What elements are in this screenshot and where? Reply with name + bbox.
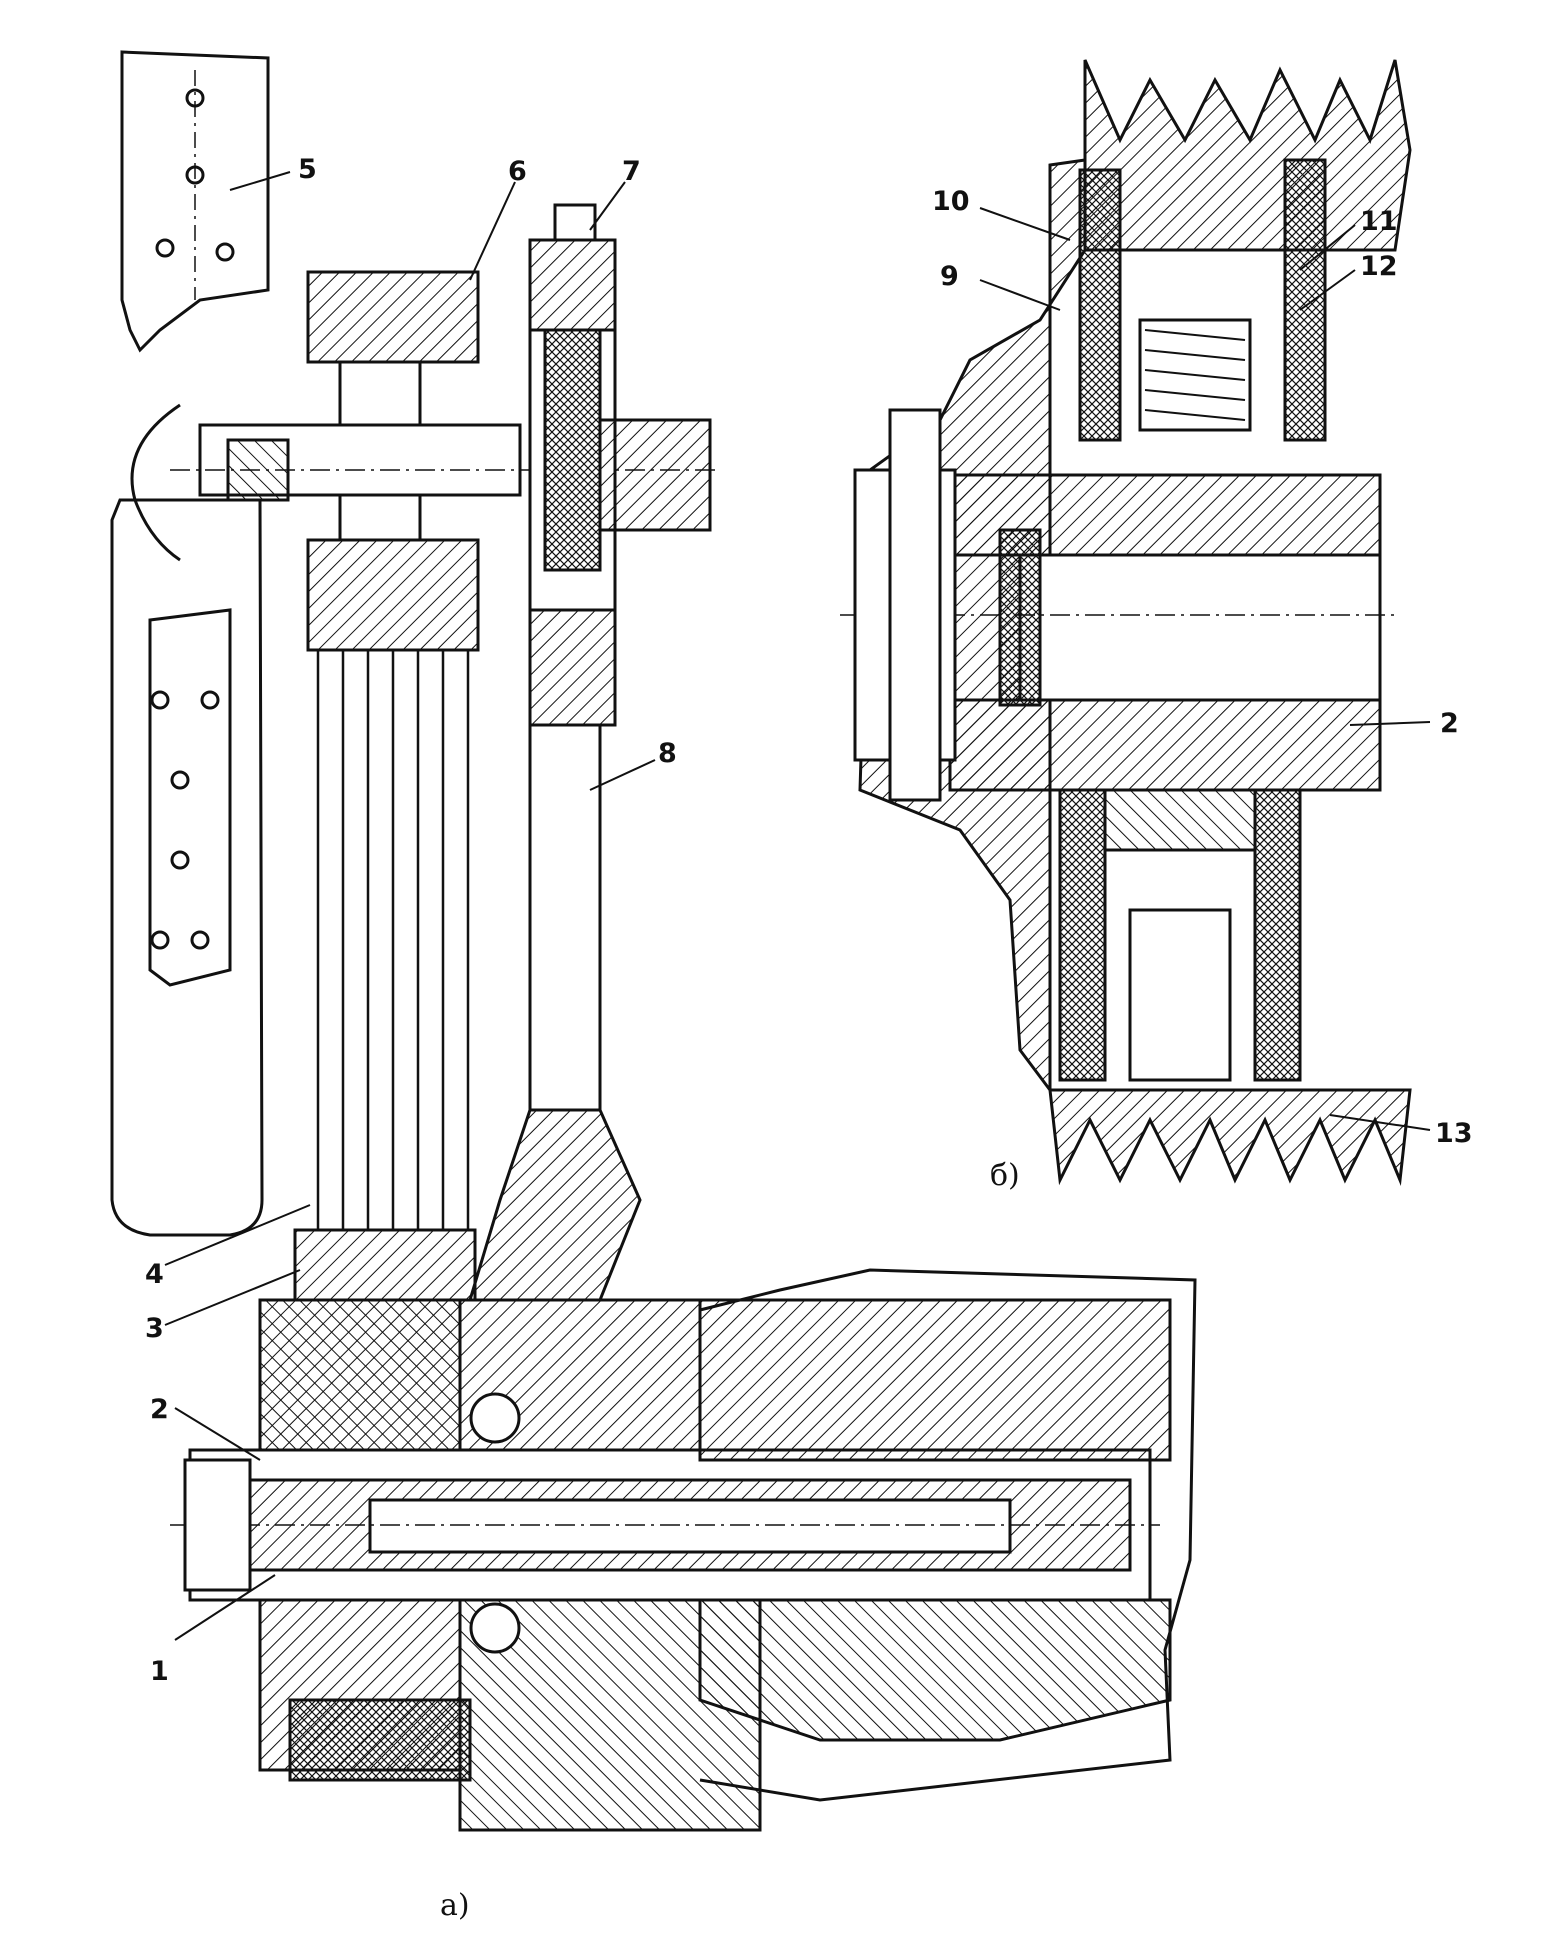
callout-3: 3: [145, 1313, 164, 1344]
subfigure-label-b: б): [990, 1158, 1020, 1193]
view-b: [840, 59, 1412, 1186]
v-belts: [316, 650, 470, 1230]
callout-9: 9: [940, 261, 959, 292]
callout-12: 12: [1360, 251, 1398, 282]
callout-2-view-b: 2: [1440, 708, 1459, 739]
drive-pulley-assembly: [170, 1228, 1172, 1832]
callout-13: 13: [1435, 1118, 1473, 1149]
callout-1: 1: [150, 1656, 169, 1687]
leader-lines: [164, 171, 1431, 1641]
callout-labels: 5 6 7 8 4 3 2 1 10 9 11 12 2 13 а) б): [145, 154, 1473, 1923]
callout-4: 4: [145, 1259, 164, 1290]
lower-bracket-part: [110, 498, 264, 1237]
callout-5: 5: [298, 154, 317, 185]
callout-10: 10: [932, 186, 970, 217]
upper-bracket-part: [120, 50, 270, 353]
callout-11: 11: [1360, 206, 1398, 237]
callout-8: 8: [658, 738, 677, 769]
view-a: [110, 50, 1197, 1832]
subfigure-label-a: а): [440, 1888, 470, 1923]
callout-6: 6: [508, 156, 527, 187]
callout-7: 7: [622, 156, 641, 187]
tension-arm: [467, 203, 712, 1302]
tension-pulley: [170, 270, 720, 652]
callout-2-view-a: 2: [150, 1394, 169, 1425]
